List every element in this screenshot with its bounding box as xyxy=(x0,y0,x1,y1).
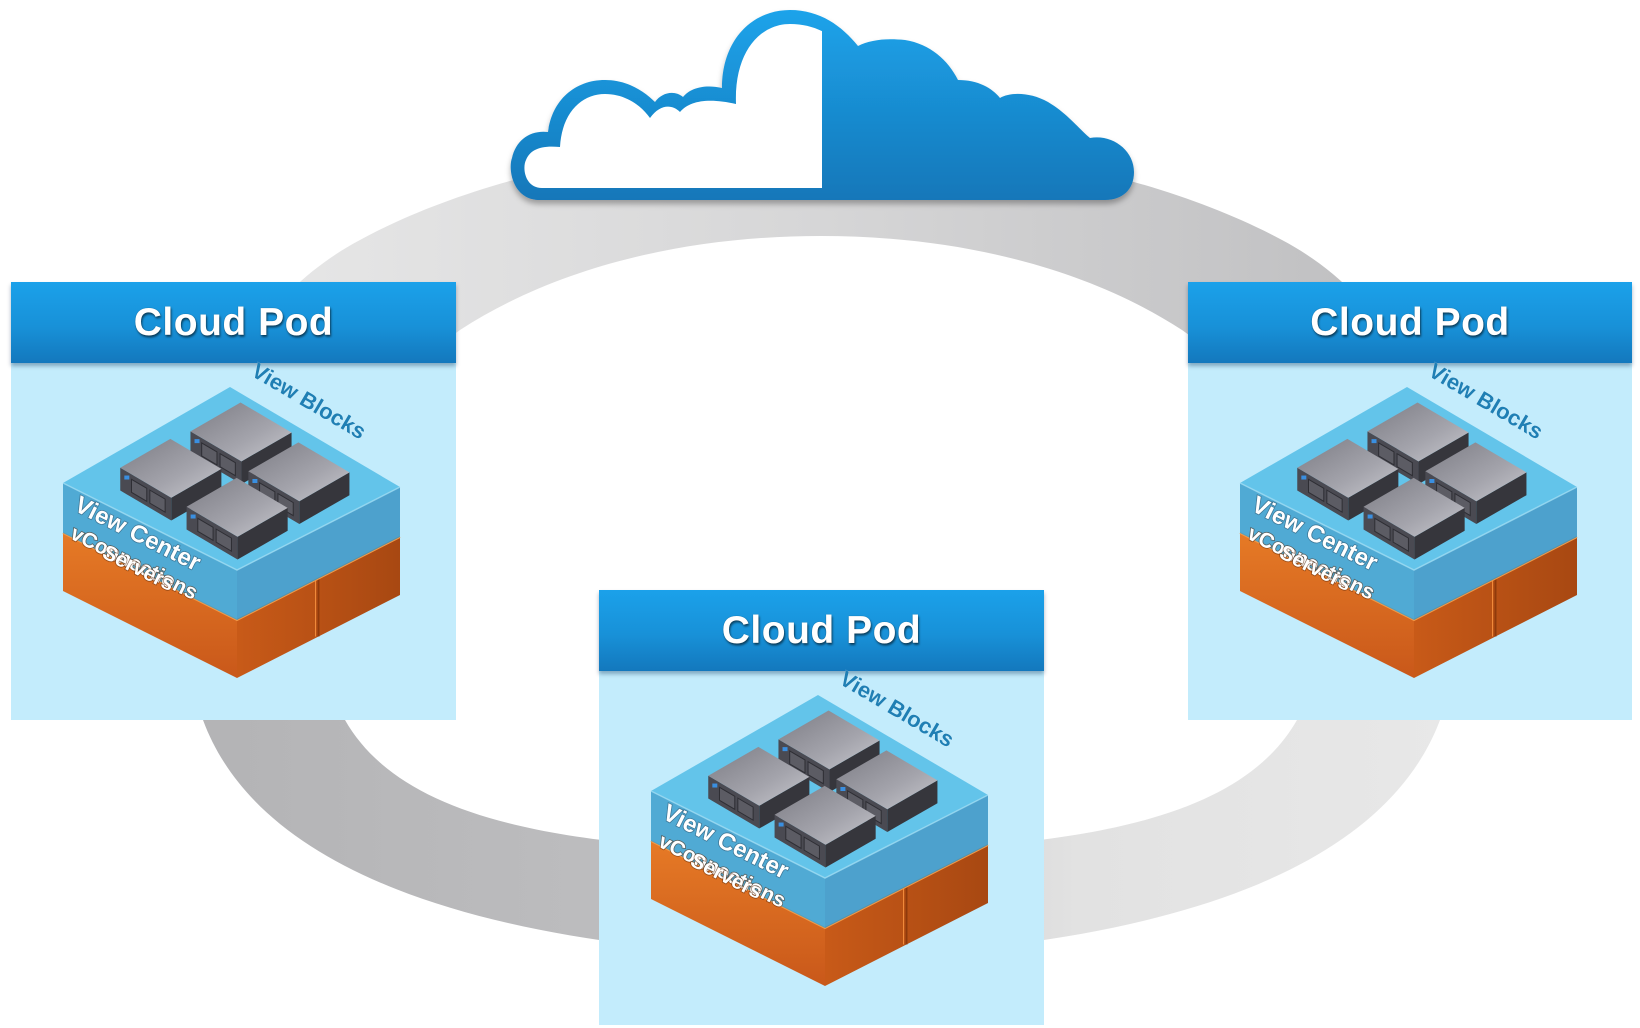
server-top xyxy=(774,785,876,845)
server-led xyxy=(778,822,784,827)
server-side xyxy=(759,776,810,829)
server-drive-bay xyxy=(718,786,736,811)
view-blocks-layer xyxy=(1239,387,1578,620)
server-top xyxy=(778,710,880,770)
view-blocks-layer xyxy=(650,695,989,928)
server-led xyxy=(782,747,788,752)
server-icon xyxy=(774,785,876,868)
pod-header: Cloud Pod xyxy=(11,282,456,363)
isometric-stack xyxy=(1239,387,1578,678)
server-drive-bay xyxy=(785,825,802,850)
server-side xyxy=(1476,472,1527,524)
blue-right-face xyxy=(1414,487,1577,620)
blue-edge xyxy=(1239,482,1578,571)
server-drive-bay xyxy=(789,750,806,774)
blue-left-face xyxy=(651,791,825,928)
server-icon xyxy=(186,477,288,560)
blue-left-face xyxy=(63,483,237,620)
server-side xyxy=(171,468,222,521)
blue-top-face xyxy=(63,387,400,570)
server-side xyxy=(1348,468,1399,521)
server-led xyxy=(194,439,200,444)
pod-header: Cloud Pod xyxy=(1188,282,1632,363)
isometric-stack xyxy=(62,387,401,678)
server-drive-bay xyxy=(197,517,214,542)
server-top xyxy=(186,477,288,537)
server-icon xyxy=(1367,402,1469,485)
server-drive-bay xyxy=(807,760,824,785)
server-group xyxy=(120,402,350,560)
blue-left-face xyxy=(1240,483,1414,620)
server-led xyxy=(190,514,196,519)
server-top xyxy=(708,746,810,806)
pod-title: Cloud Pod xyxy=(721,608,922,652)
pod-header: Cloud Pod xyxy=(599,590,1044,671)
server-led xyxy=(1371,439,1377,444)
pod-title: Cloud Pod xyxy=(1310,300,1510,344)
server-drive-bay xyxy=(1378,442,1395,466)
server-icon xyxy=(120,438,222,521)
server-side xyxy=(887,780,938,832)
server-drive-bay xyxy=(149,489,166,513)
server-led xyxy=(1429,479,1435,483)
server-top xyxy=(1367,402,1469,462)
server-top xyxy=(836,750,938,810)
blue-edge xyxy=(62,482,401,571)
server-led xyxy=(712,783,718,788)
server-led xyxy=(252,479,258,483)
server-drive-bay xyxy=(1396,452,1413,477)
server-top xyxy=(1297,438,1399,498)
server-led xyxy=(124,475,130,480)
isometric-stack xyxy=(650,695,989,986)
orange-left-face xyxy=(651,841,825,986)
server-icon xyxy=(1297,438,1399,521)
blue-right-face xyxy=(825,795,988,928)
server-icon xyxy=(1363,477,1465,560)
blue-right-face xyxy=(237,487,400,620)
connection-ring xyxy=(181,140,1462,958)
server-drive-bay xyxy=(219,452,236,477)
server-group xyxy=(708,710,938,868)
server-top xyxy=(120,438,222,498)
orange-left-face xyxy=(1240,533,1414,678)
server-drive-bay xyxy=(737,797,754,821)
server-top xyxy=(1363,477,1465,537)
server-side xyxy=(1414,507,1465,560)
orange-left-face xyxy=(63,533,237,678)
cloud-icon xyxy=(510,10,1134,200)
server-led xyxy=(1301,475,1307,480)
server-drive-bay xyxy=(1326,489,1343,513)
server-side xyxy=(299,472,350,524)
server-side xyxy=(825,815,876,868)
server-drive-bay xyxy=(215,528,232,552)
blue-top-face xyxy=(651,695,988,878)
server-top xyxy=(190,402,292,462)
blue-edge xyxy=(650,790,989,879)
server-side xyxy=(237,507,288,560)
server-icon xyxy=(708,746,810,829)
server-drive-bay xyxy=(201,442,218,466)
server-top xyxy=(1425,442,1527,502)
server-group xyxy=(1297,402,1527,560)
server-drive-bay xyxy=(803,836,820,860)
server-top xyxy=(248,442,350,502)
server-drive-bay xyxy=(130,478,148,503)
server-drive-bay xyxy=(1392,528,1409,552)
server-led xyxy=(840,787,846,791)
pod-title: Cloud Pod xyxy=(133,300,334,344)
server-drive-bay xyxy=(1307,478,1325,503)
view-blocks-layer xyxy=(62,387,401,620)
blue-top-face xyxy=(1240,387,1577,570)
server-led xyxy=(1367,514,1373,519)
server-drive-bay xyxy=(1374,517,1391,542)
